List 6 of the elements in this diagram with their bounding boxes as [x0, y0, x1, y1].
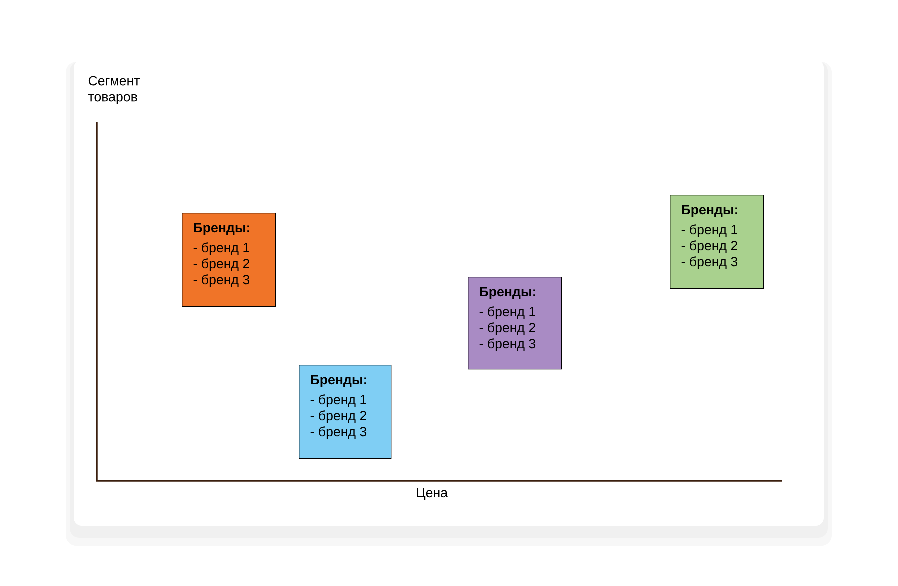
brand-box: Бренды: - бренд 1 - бренд 2 - бренд 3	[299, 365, 392, 459]
brand-box: Бренды: - бренд 1 - бренд 2 - бренд 3	[468, 277, 562, 370]
axis-label: Сегмент товаров	[88, 76, 140, 104]
brand-box: Бренды: - бренд 1 - бренд 2 - бренд 3	[670, 195, 764, 289]
axis-label: Цена	[417, 488, 448, 500]
brand-box: Бренды: - бренд 1 - бренд 2 - бренд 3	[182, 213, 276, 307]
